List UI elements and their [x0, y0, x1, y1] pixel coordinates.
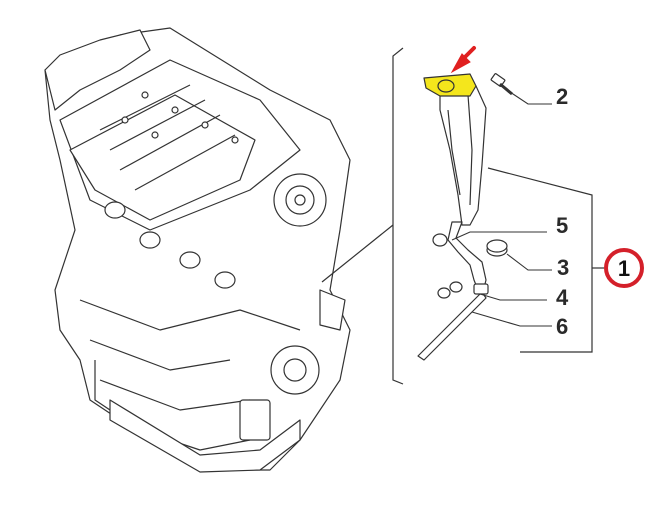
o-ring-pair-a [437, 287, 451, 299]
engine-block-illustration [44, 27, 351, 473]
main-callout-ring [604, 248, 644, 288]
dipstick-rod [417, 291, 487, 361]
leader-5 [451, 231, 547, 241]
leader-2 [509, 91, 552, 105]
oil-filler-tube-assembly [417, 73, 489, 361]
o-ring-part [432, 233, 448, 247]
bolt-part [490, 73, 513, 96]
red-indicator-arrow [450, 46, 476, 74]
main-callout-badge: 1 [604, 248, 644, 288]
callout-5: 5 [556, 213, 568, 238]
leader-lines [451, 91, 552, 327]
callout-2: 2 [556, 84, 568, 109]
callout-6: 6 [556, 314, 568, 339]
callout-1: 1 [618, 256, 630, 281]
leader-3 [506, 253, 552, 271]
assembly-bracket [321, 47, 604, 385]
o-ring-pair-b [449, 281, 463, 293]
seal-ring-part [486, 239, 508, 257]
leader-4 [479, 293, 547, 301]
callout-4: 4 [556, 285, 569, 310]
callout-3: 3 [557, 255, 569, 280]
leader-6 [471, 311, 552, 327]
small-parts [432, 73, 513, 299]
